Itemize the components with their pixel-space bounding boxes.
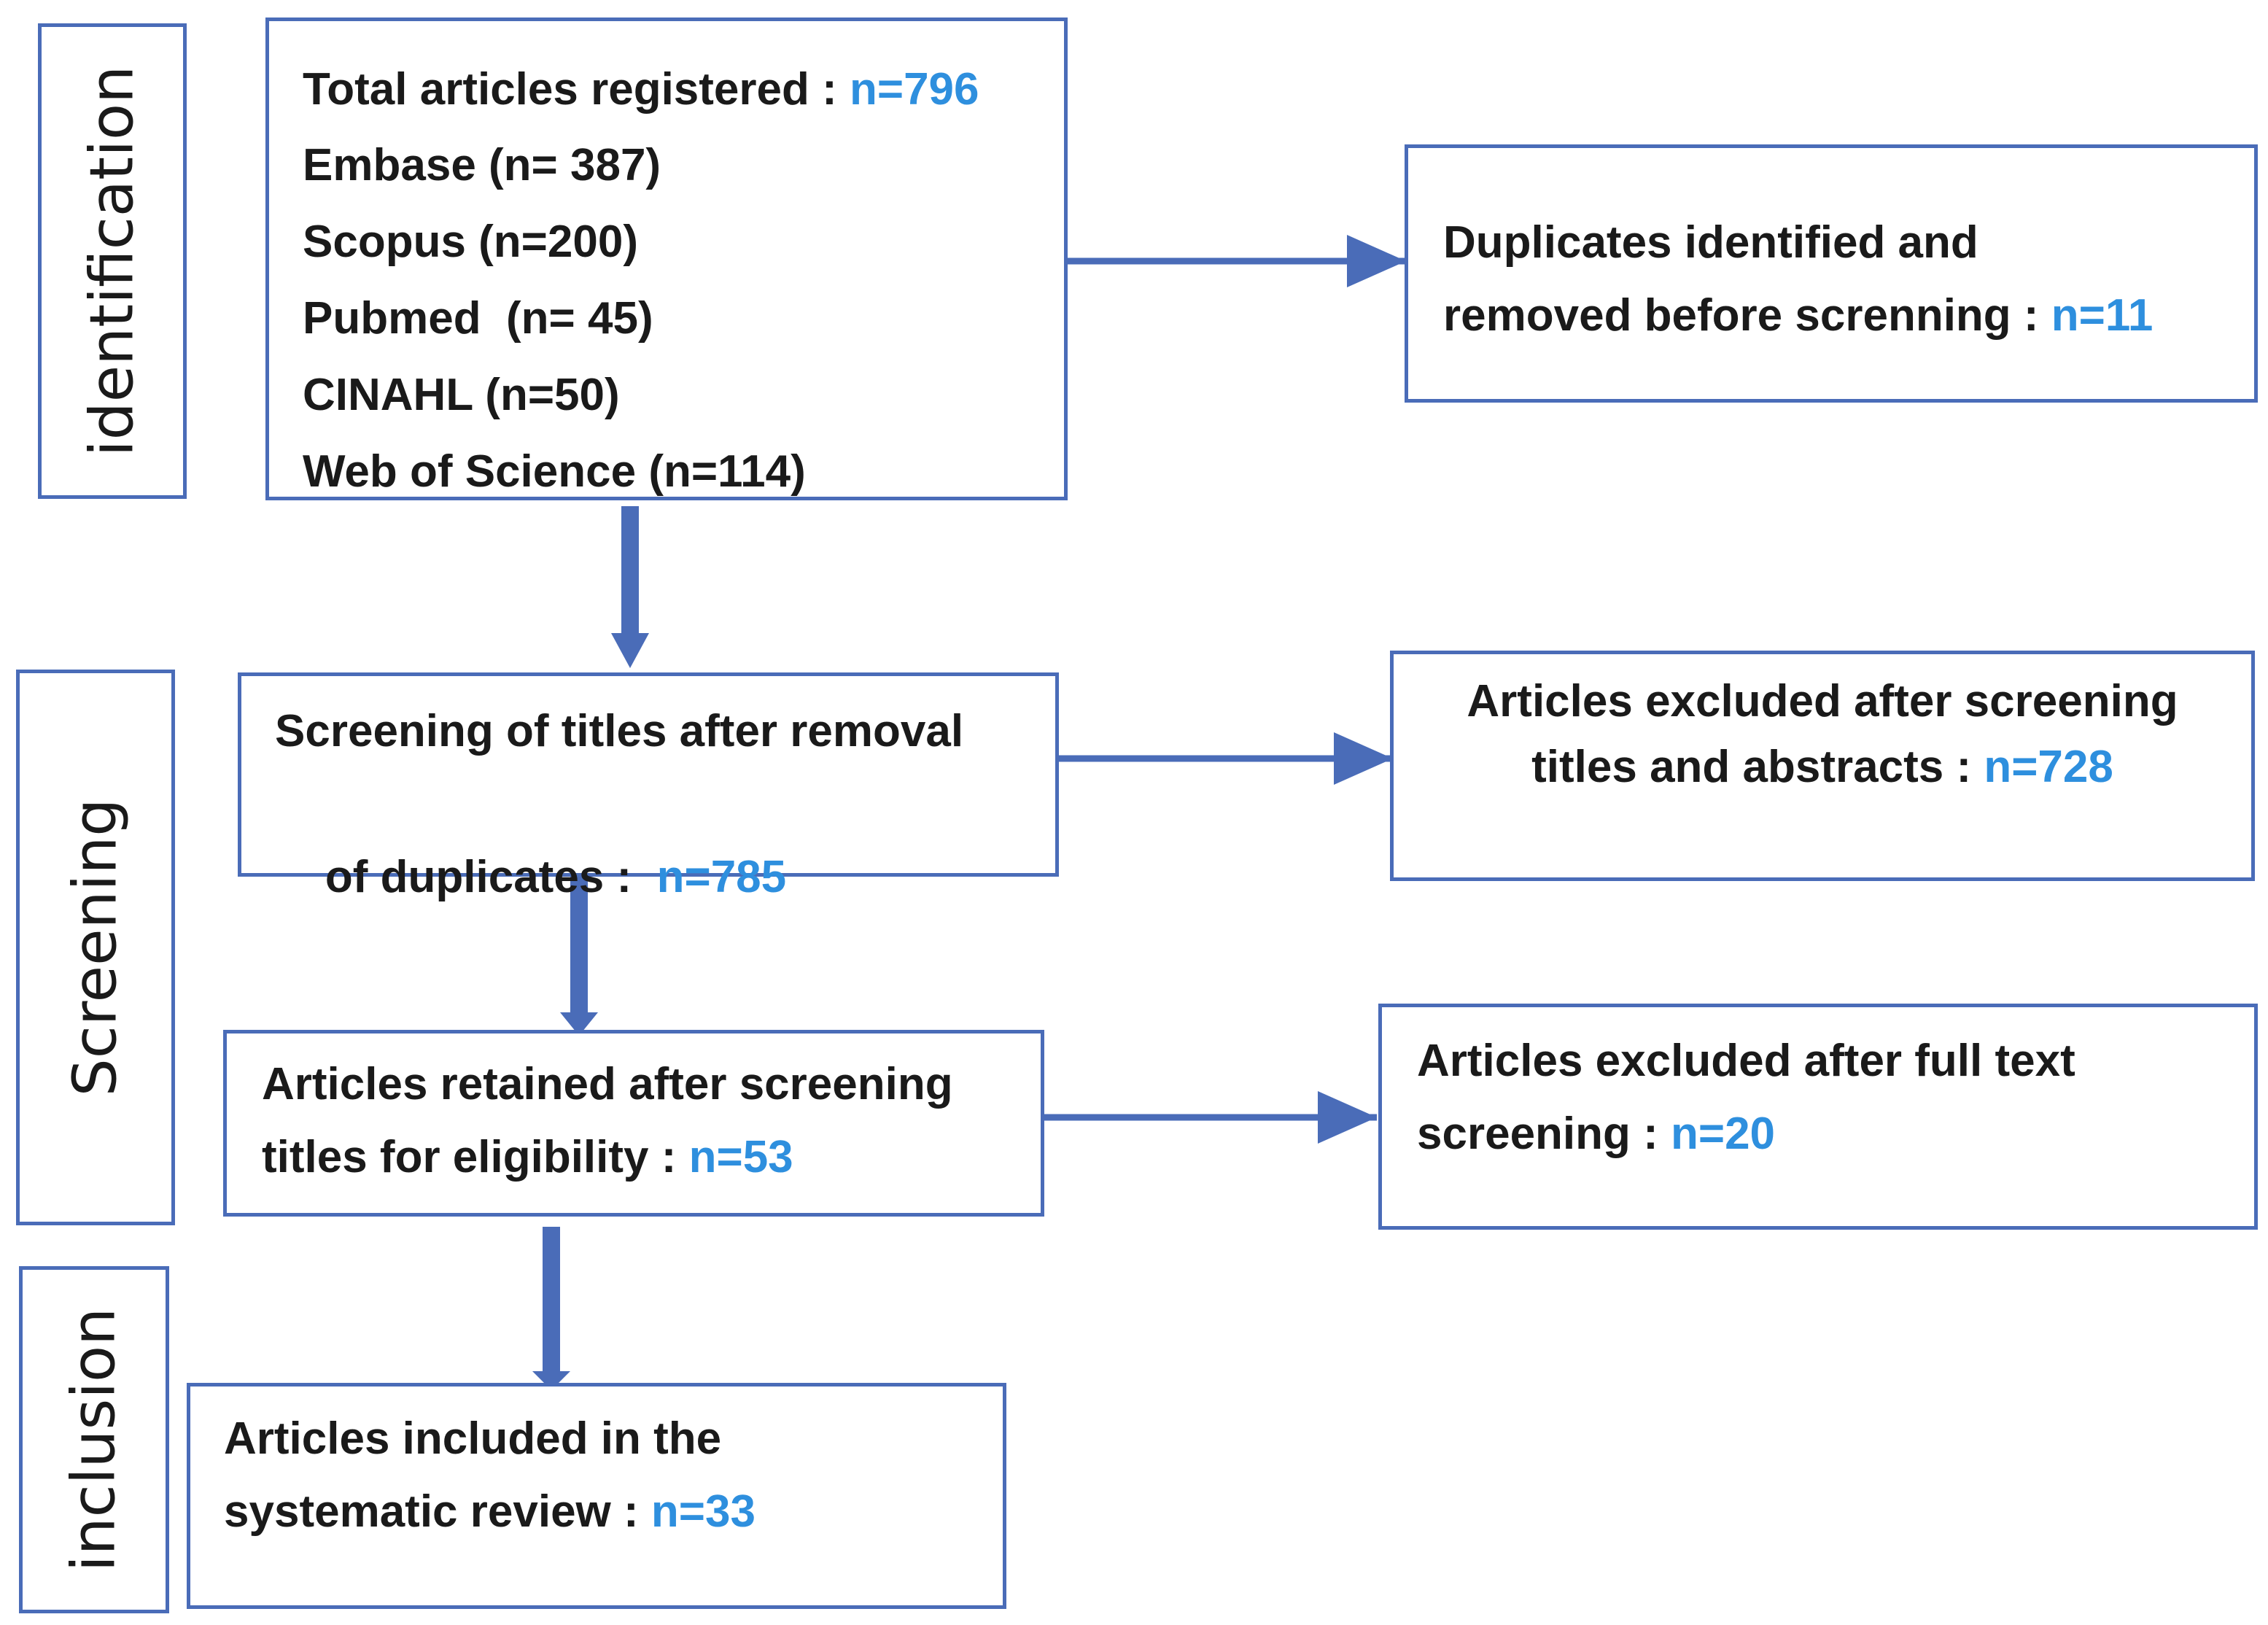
included-count: n=33 (651, 1486, 756, 1537)
phase-inclusion: inclusion (19, 1266, 169, 1613)
phase-screening: Screening (16, 670, 175, 1225)
excluded-fulltext-label: screening : (1417, 1109, 1671, 1159)
duplicates-line-1: Duplicates identified and (1443, 217, 1978, 268)
arrow-to-retained (560, 875, 598, 1036)
source-web-of-science: Web of Science (n=114) (303, 446, 806, 497)
excluded-fulltext-line-1: Articles excluded after full text (1417, 1036, 2075, 1086)
arrow-to-included (532, 1227, 570, 1390)
excluded-fulltext-box: Articles excluded after full text screen… (1378, 1004, 2258, 1230)
screening-label: of duplicates : (325, 852, 657, 902)
phase-inclusion-label: inclusion (59, 1307, 129, 1572)
source-cinahl: CINAHL (n=50) (303, 370, 620, 420)
excluded-fulltext-line-2: screening : n=20 (1417, 1098, 1775, 1171)
phase-identification: identification (38, 23, 187, 499)
total-articles-label: Total articles registered : (303, 64, 850, 115)
total-articles-count: n=796 (850, 64, 979, 115)
duplicates-line-2: removed before screnning : n=11 (1443, 279, 2153, 352)
source-pubmed: Pubmed (n= 45) (303, 293, 653, 344)
excluded-abstracts-box: Articles excluded after screening titles… (1390, 651, 2255, 881)
duplicates-removed-box: Duplicates identified and removed before… (1405, 144, 2258, 403)
excluded-fulltext-count: n=20 (1671, 1109, 1776, 1159)
retained-count: n=53 (688, 1132, 793, 1182)
source-scopus: Scopus (n=200) (303, 217, 638, 267)
retained-line-2: titles for eligibility : n=53 (262, 1121, 793, 1194)
excluded-abstracts-line-1: Articles excluded after screening (1467, 676, 2178, 726)
excluded-abstracts-label: titles and abstracts : (1531, 742, 1984, 792)
duplicates-count: n=11 (2051, 290, 2154, 341)
records-identified-box: Total articles registered : n=796 Embase… (265, 18, 1068, 500)
arrow-to-screening (611, 506, 649, 668)
included-line-1: Articles included in the (224, 1413, 722, 1464)
phase-identification-label: identification (77, 65, 147, 457)
retained-label: titles for eligibility : (262, 1132, 689, 1182)
total-articles-line: Total articles registered : n=796 (303, 52, 979, 128)
retained-box: Articles retained after screening titles… (223, 1030, 1044, 1217)
included-line-2: systematic review : n=33 (224, 1475, 756, 1548)
phase-screening-label: Screening (61, 798, 131, 1097)
duplicates-label: removed before screnning : (1443, 290, 2051, 341)
excluded-abstracts-count: n=728 (1984, 742, 2113, 792)
retained-line-1: Articles retained after screening (262, 1059, 953, 1109)
screening-count: n=785 (656, 852, 787, 902)
screening-line-2: of duplicates : n=785 (275, 768, 786, 987)
screening-line-1: Screening of titles after removal (275, 706, 964, 756)
included-box: Articles included in the systematic revi… (187, 1383, 1006, 1609)
screening-box: Screening of titles after removal of dup… (238, 672, 1059, 902)
source-embase: Embase (n= 387) (303, 140, 661, 190)
included-label: systematic review : (224, 1486, 651, 1537)
excluded-abstracts-line-2: titles and abstracts : n=728 (1394, 734, 2251, 800)
